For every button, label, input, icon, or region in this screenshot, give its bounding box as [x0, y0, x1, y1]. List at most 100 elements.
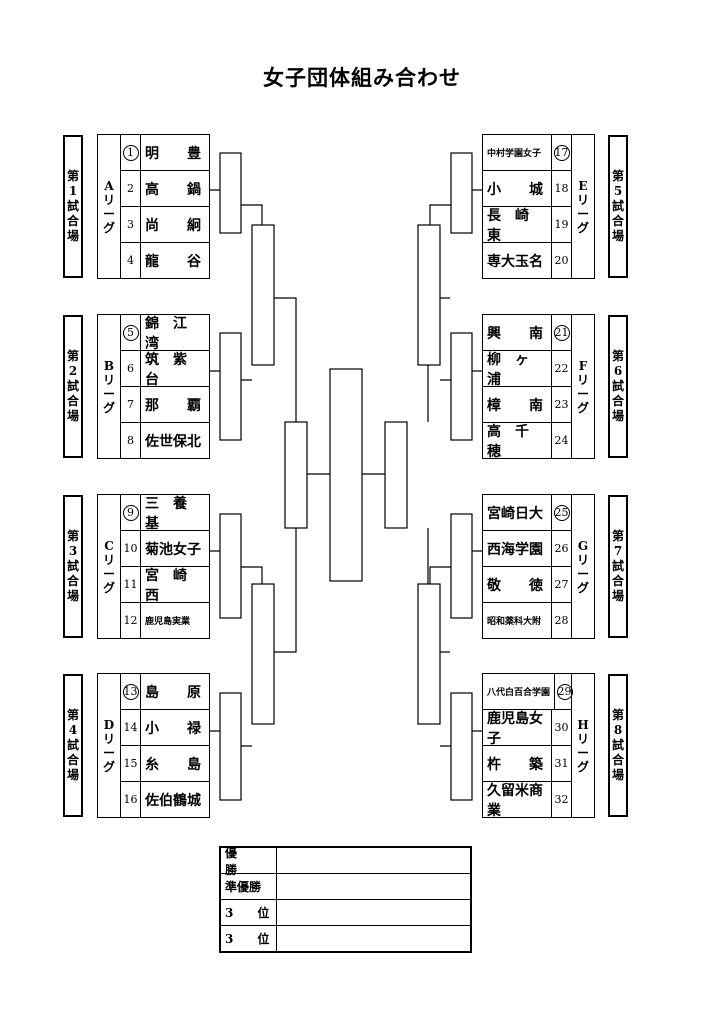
team-number: 28 [551, 603, 571, 638]
result-row-champion: 優 勝 [221, 846, 470, 877]
team-number: 1 [121, 135, 141, 170]
team-number: 6 [121, 351, 141, 386]
league-char: リ [102, 552, 115, 567]
team-name: 敬 徳 [487, 577, 543, 594]
league-char: グ [102, 220, 115, 235]
result-value-field[interactable] [277, 848, 470, 873]
seed-number-circled: 17 [553, 144, 570, 161]
league-char: ー [576, 566, 589, 581]
team-number: 2 [121, 171, 141, 206]
venue-char: 第 [66, 169, 79, 183]
venue-char: 合 [66, 574, 79, 588]
team-number: 22 [551, 351, 571, 386]
venue-char: 第 [611, 169, 624, 183]
team-number: 15 [121, 746, 141, 781]
venue-char: 第 [66, 708, 79, 722]
venue-char: 2 [68, 364, 78, 378]
venue-char: 合 [611, 214, 624, 228]
result-label: 3 位 [221, 926, 277, 951]
team-name: 佐世保北 [145, 433, 201, 450]
venue-char: 場 [611, 768, 624, 782]
team-row: 9 三 養 基 [121, 495, 209, 532]
venue-char: 合 [611, 394, 624, 408]
league-char: ー [102, 566, 115, 581]
venue-char: 場 [611, 589, 624, 603]
venue-char: 場 [66, 589, 79, 603]
team-number: 23 [551, 387, 571, 422]
team-name: 筑 紫 台 [145, 351, 201, 388]
league-char: リ [576, 192, 589, 207]
team-name: 久留米商業 [487, 782, 543, 819]
league-char: ー [576, 206, 589, 221]
league-char: グ [102, 400, 115, 415]
league-char: C [104, 538, 114, 553]
team-number: 29 [554, 674, 574, 709]
team-name: 高 千 穂 [487, 423, 543, 460]
seed-number-circled: 9 [122, 504, 139, 521]
venue-char: 試 [66, 199, 79, 213]
team-name: 高 鍋 [145, 181, 201, 198]
team-number: 10 [121, 531, 141, 566]
results-table: 優 勝 準優勝 3 位 3 位 [219, 846, 472, 953]
team-number: 12 [121, 603, 141, 638]
result-value-field[interactable] [277, 900, 470, 925]
venue-char: 第 [66, 349, 79, 363]
venue-char: 第 [611, 708, 624, 722]
venue-char: 第 [611, 349, 624, 363]
result-label: 3 位 [221, 900, 277, 925]
result-value-field[interactable] [277, 874, 470, 899]
team-name: 三 養 基 [145, 495, 201, 532]
league-char: リ [576, 731, 589, 746]
league-char: グ [576, 400, 589, 415]
team-number: 21 [551, 315, 571, 350]
seed-number-circled: 25 [553, 504, 570, 521]
venue-char: 場 [66, 409, 79, 423]
team-number: 31 [551, 746, 571, 781]
team-name: 尚 絅 [145, 217, 201, 234]
team-name: 八代白百合学園 [487, 688, 551, 698]
result-value-field[interactable] [277, 926, 470, 951]
team-number: 11 [121, 567, 141, 602]
result-row-third: 3 位 [221, 900, 470, 926]
league-char: グ [102, 580, 115, 595]
team-name: 糸 島 [145, 756, 201, 773]
team-number: 24 [551, 423, 571, 458]
team-number: 20 [551, 243, 571, 278]
team-number: 7 [121, 387, 141, 422]
venue-char: 5 [613, 184, 623, 198]
result-row-runner-up: 準優勝 [221, 874, 470, 900]
team-name: 西海学園 [487, 541, 543, 558]
league-char: B [103, 358, 115, 373]
league-char: リ [102, 372, 115, 387]
team-name: 佐伯鶴城 [145, 792, 201, 809]
venue-char: 場 [611, 229, 624, 243]
venue-char: 試 [66, 559, 79, 573]
team-name: 昭和薬科大附 [487, 617, 542, 627]
team-name: 錦 江 湾 [145, 315, 201, 352]
venue-char: 合 [66, 394, 79, 408]
team-number: 25 [551, 495, 571, 530]
team-name: 柳 ヶ 浦 [487, 351, 543, 388]
team-name: 明 豊 [145, 145, 201, 162]
